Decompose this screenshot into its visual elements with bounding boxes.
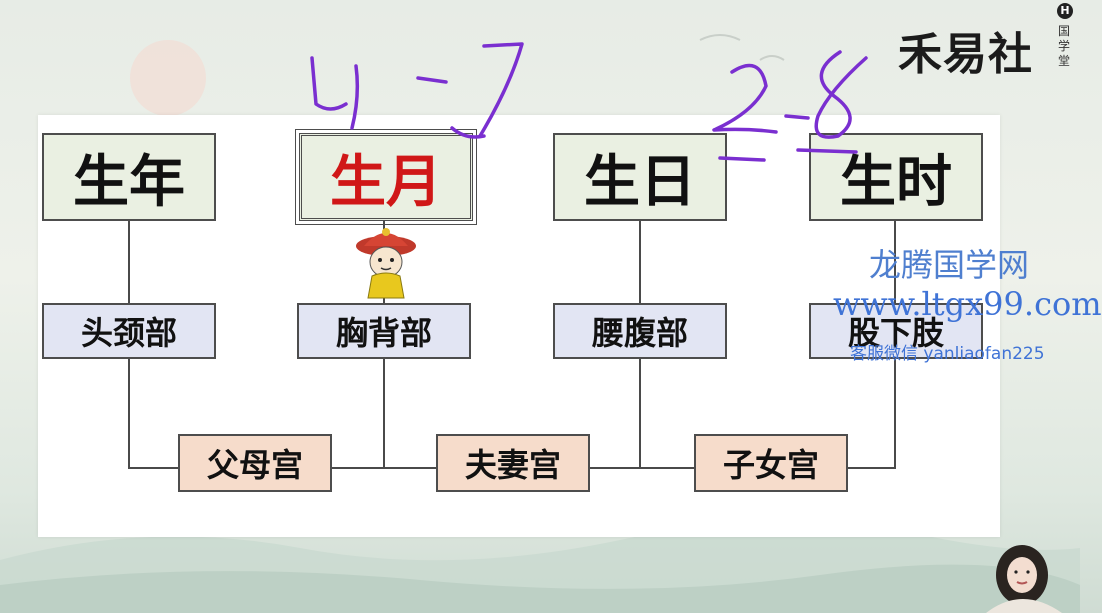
node-head-neck: 头颈部 xyxy=(42,303,216,359)
node-birth-month: 生月 xyxy=(295,129,477,225)
watermark-url: www.ltgx99.com xyxy=(833,285,1102,323)
node-birth-year: 生年 xyxy=(42,133,216,221)
node-waist-belly: 腰腹部 xyxy=(553,303,727,359)
brand-logo: 禾易社 xyxy=(898,29,1033,80)
node-thigh-legs: 股下肢 xyxy=(809,303,983,359)
node-chest-back: 胸背部 xyxy=(297,303,471,359)
brand-subtext: 国学堂 xyxy=(1058,24,1071,68)
node-parents-palace: 父母宫 xyxy=(178,434,332,492)
watermark-contact: 客服微信 yanliaofan225 xyxy=(850,344,1045,364)
node-children-palace: 子女宫 xyxy=(694,434,848,492)
presenter-avatar xyxy=(986,545,1062,613)
watermark-site-name: 龙腾国学网 xyxy=(869,246,1030,284)
mascot-marker-icon xyxy=(356,228,416,299)
node-birth-day: 生日 xyxy=(553,133,727,221)
node-birth-hour: 生时 xyxy=(809,133,983,221)
brand-badge: H xyxy=(1057,3,1073,19)
node-spouse-palace: 夫妻宫 xyxy=(436,434,590,492)
